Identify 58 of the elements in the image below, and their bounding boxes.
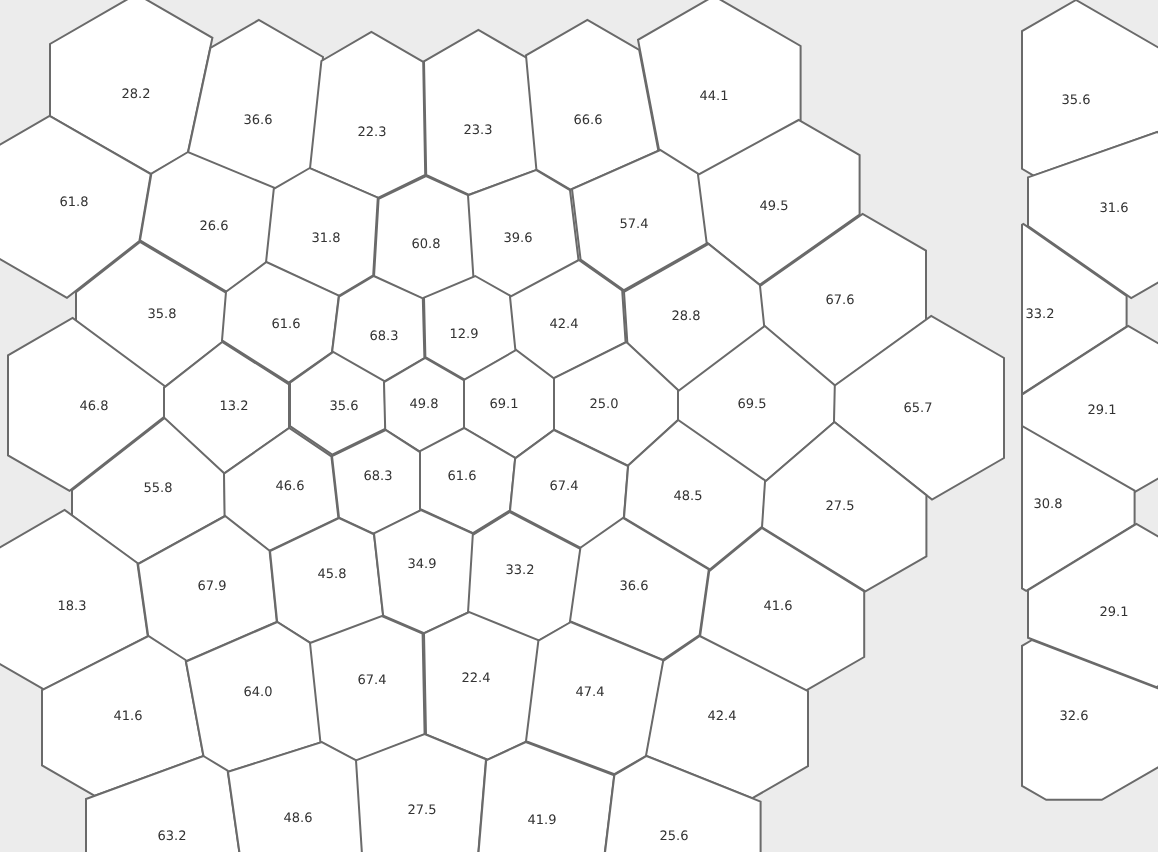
voronoi-cell	[834, 315, 1005, 500]
voronoi-cell	[1022, 223, 1127, 394]
voronoi-cell	[332, 275, 425, 383]
voronoi-cell	[223, 427, 339, 551]
voronoi-cell	[187, 20, 323, 189]
voronoi-cell	[646, 635, 809, 799]
voronoi-cell	[423, 611, 539, 760]
voronoi-cell	[423, 30, 537, 195]
voronoi-cell	[373, 175, 475, 299]
voronoi-cell	[570, 518, 710, 661]
voronoi-cell	[164, 341, 289, 473]
voronoi-cell	[310, 32, 426, 198]
voronoi-cell	[383, 357, 464, 453]
voronoi-cell	[510, 260, 627, 379]
voronoi-cell	[678, 325, 836, 482]
voronoi-cell	[1027, 132, 1158, 299]
voronoi-cell	[269, 517, 383, 643]
voronoi-cell	[760, 213, 927, 386]
voronoi-cell	[227, 741, 365, 852]
voronoi-cell	[700, 527, 865, 690]
voronoi-cell	[356, 734, 487, 852]
voronoi-cell	[71, 417, 225, 564]
voronoi-cell	[762, 421, 927, 592]
voronoi-cell	[554, 342, 678, 467]
voronoi-cell	[423, 276, 517, 381]
voronoi-cell	[638, 0, 801, 176]
voronoi-cell	[600, 755, 761, 852]
voronoi-cell	[698, 120, 861, 286]
voronoi-cell	[0, 116, 151, 298]
voronoi-cell	[420, 428, 516, 535]
voronoi-cell	[41, 636, 203, 797]
voronoi-cell	[266, 168, 379, 297]
voronoi-cell	[468, 169, 580, 298]
voronoi-cell	[49, 0, 212, 175]
voronoi-cell	[139, 152, 275, 293]
voronoi-cell	[1027, 524, 1158, 688]
voronoi-cell	[185, 621, 321, 772]
voronoi-cell	[222, 262, 340, 384]
voronoi-cell	[623, 420, 766, 571]
voronoi-cell	[526, 20, 660, 190]
voronoi-cell	[1022, 0, 1158, 176]
voronoi-cell	[75, 241, 227, 387]
voronoi-cell	[1022, 640, 1158, 800]
voronoi-cell	[476, 741, 615, 852]
voronoi-cell	[137, 515, 277, 661]
voronoi-cell	[526, 621, 664, 775]
voronoi-cell	[289, 352, 385, 456]
voronoi-cell	[310, 615, 426, 761]
voronoi-cell	[0, 510, 148, 690]
voronoi-cell	[373, 510, 473, 634]
voronoi-cell	[571, 150, 708, 291]
voronoi-cell	[623, 243, 765, 391]
voronoi-cell	[510, 430, 628, 549]
voronoi-cell	[1022, 325, 1158, 492]
voronoi-cell	[464, 350, 554, 459]
voronoi-cell	[468, 511, 582, 641]
voronoi-cell	[331, 429, 420, 534]
voronoi-cell	[1022, 426, 1135, 592]
